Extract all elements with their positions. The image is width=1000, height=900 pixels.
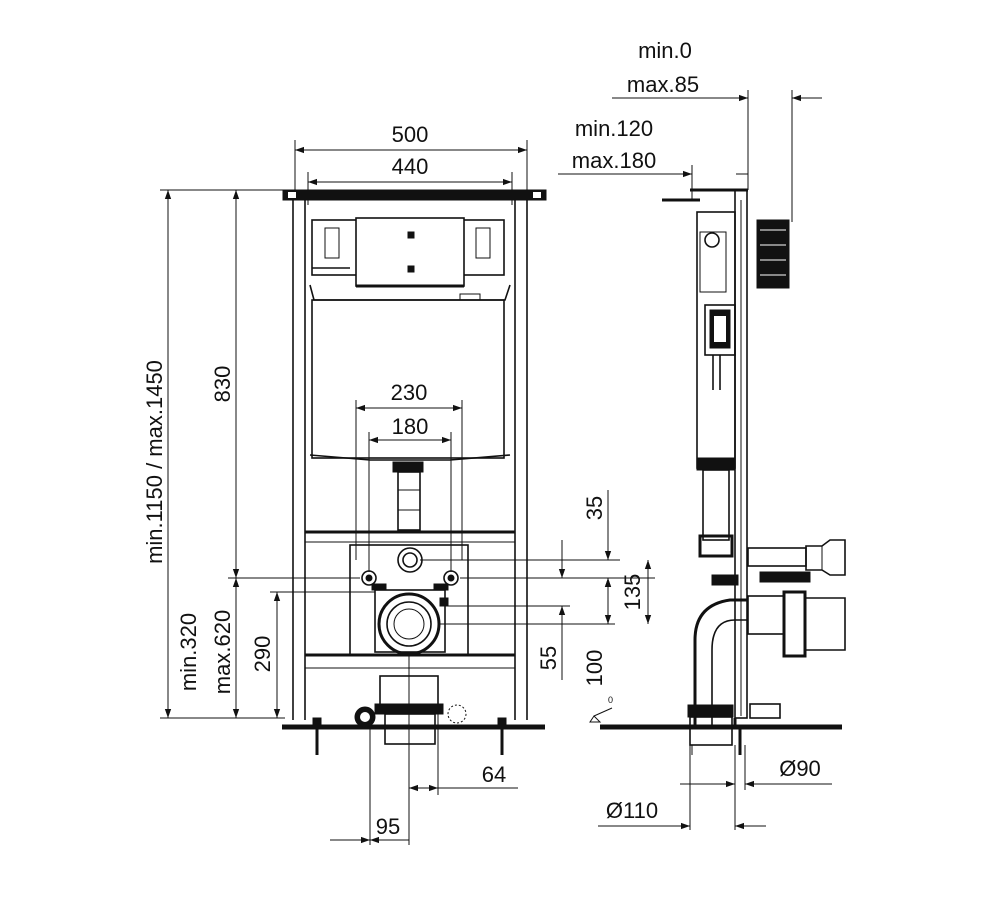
dim-290: 290 xyxy=(250,636,275,673)
dim-min0: min.0 xyxy=(638,38,692,63)
left-post xyxy=(292,200,306,720)
dim-100: 100 xyxy=(582,650,607,687)
front-view xyxy=(282,189,547,755)
side-pipework xyxy=(687,469,748,746)
waste-pipe-front xyxy=(354,675,467,745)
dim-95: 95 xyxy=(376,814,400,839)
cistern-side xyxy=(696,211,736,471)
dim-230: 230 xyxy=(391,380,428,405)
dim-total-height: min.1150 / max.1450 xyxy=(142,360,167,564)
floor-level-mark: 0 xyxy=(589,695,613,723)
dim-min120: min.120 xyxy=(575,116,653,141)
dim-pipe-110: Ø110 xyxy=(606,798,658,823)
dimension-lines: 500 440 min.1150 / max.1450 830 max.620 … xyxy=(142,38,832,845)
dim-min320: min.320 xyxy=(176,613,201,691)
flush-pipe xyxy=(392,461,424,531)
dim-180: 180 xyxy=(392,414,429,439)
dim-500: 500 xyxy=(392,122,429,147)
outlet-pipe xyxy=(377,592,441,656)
inlet-elbow xyxy=(747,539,846,583)
dim-55: 55 xyxy=(536,646,561,670)
right-post xyxy=(514,200,528,720)
cistern xyxy=(309,217,511,461)
dim-64: 64 xyxy=(482,762,506,787)
top-rail xyxy=(282,189,547,201)
dim-max85: max.85 xyxy=(627,72,699,97)
dim-35: 35 xyxy=(582,496,607,520)
flush-plate-opening xyxy=(355,217,465,287)
front-feet xyxy=(312,717,507,755)
dim-135: 135 xyxy=(620,574,645,611)
wall-anchor xyxy=(756,219,790,289)
outlet-pipe-side xyxy=(747,590,846,658)
inlet-connector xyxy=(397,547,423,573)
mounting-plate xyxy=(349,544,469,656)
side-view: 0 xyxy=(589,188,846,755)
dim-max180: max.180 xyxy=(572,148,656,173)
dim-pipe-90: Ø90 xyxy=(779,756,821,781)
dim-830: 830 xyxy=(210,366,235,403)
floor-zero-label: 0 xyxy=(608,695,613,705)
dim-max620: max.620 xyxy=(210,610,235,694)
dim-440: 440 xyxy=(392,154,429,179)
